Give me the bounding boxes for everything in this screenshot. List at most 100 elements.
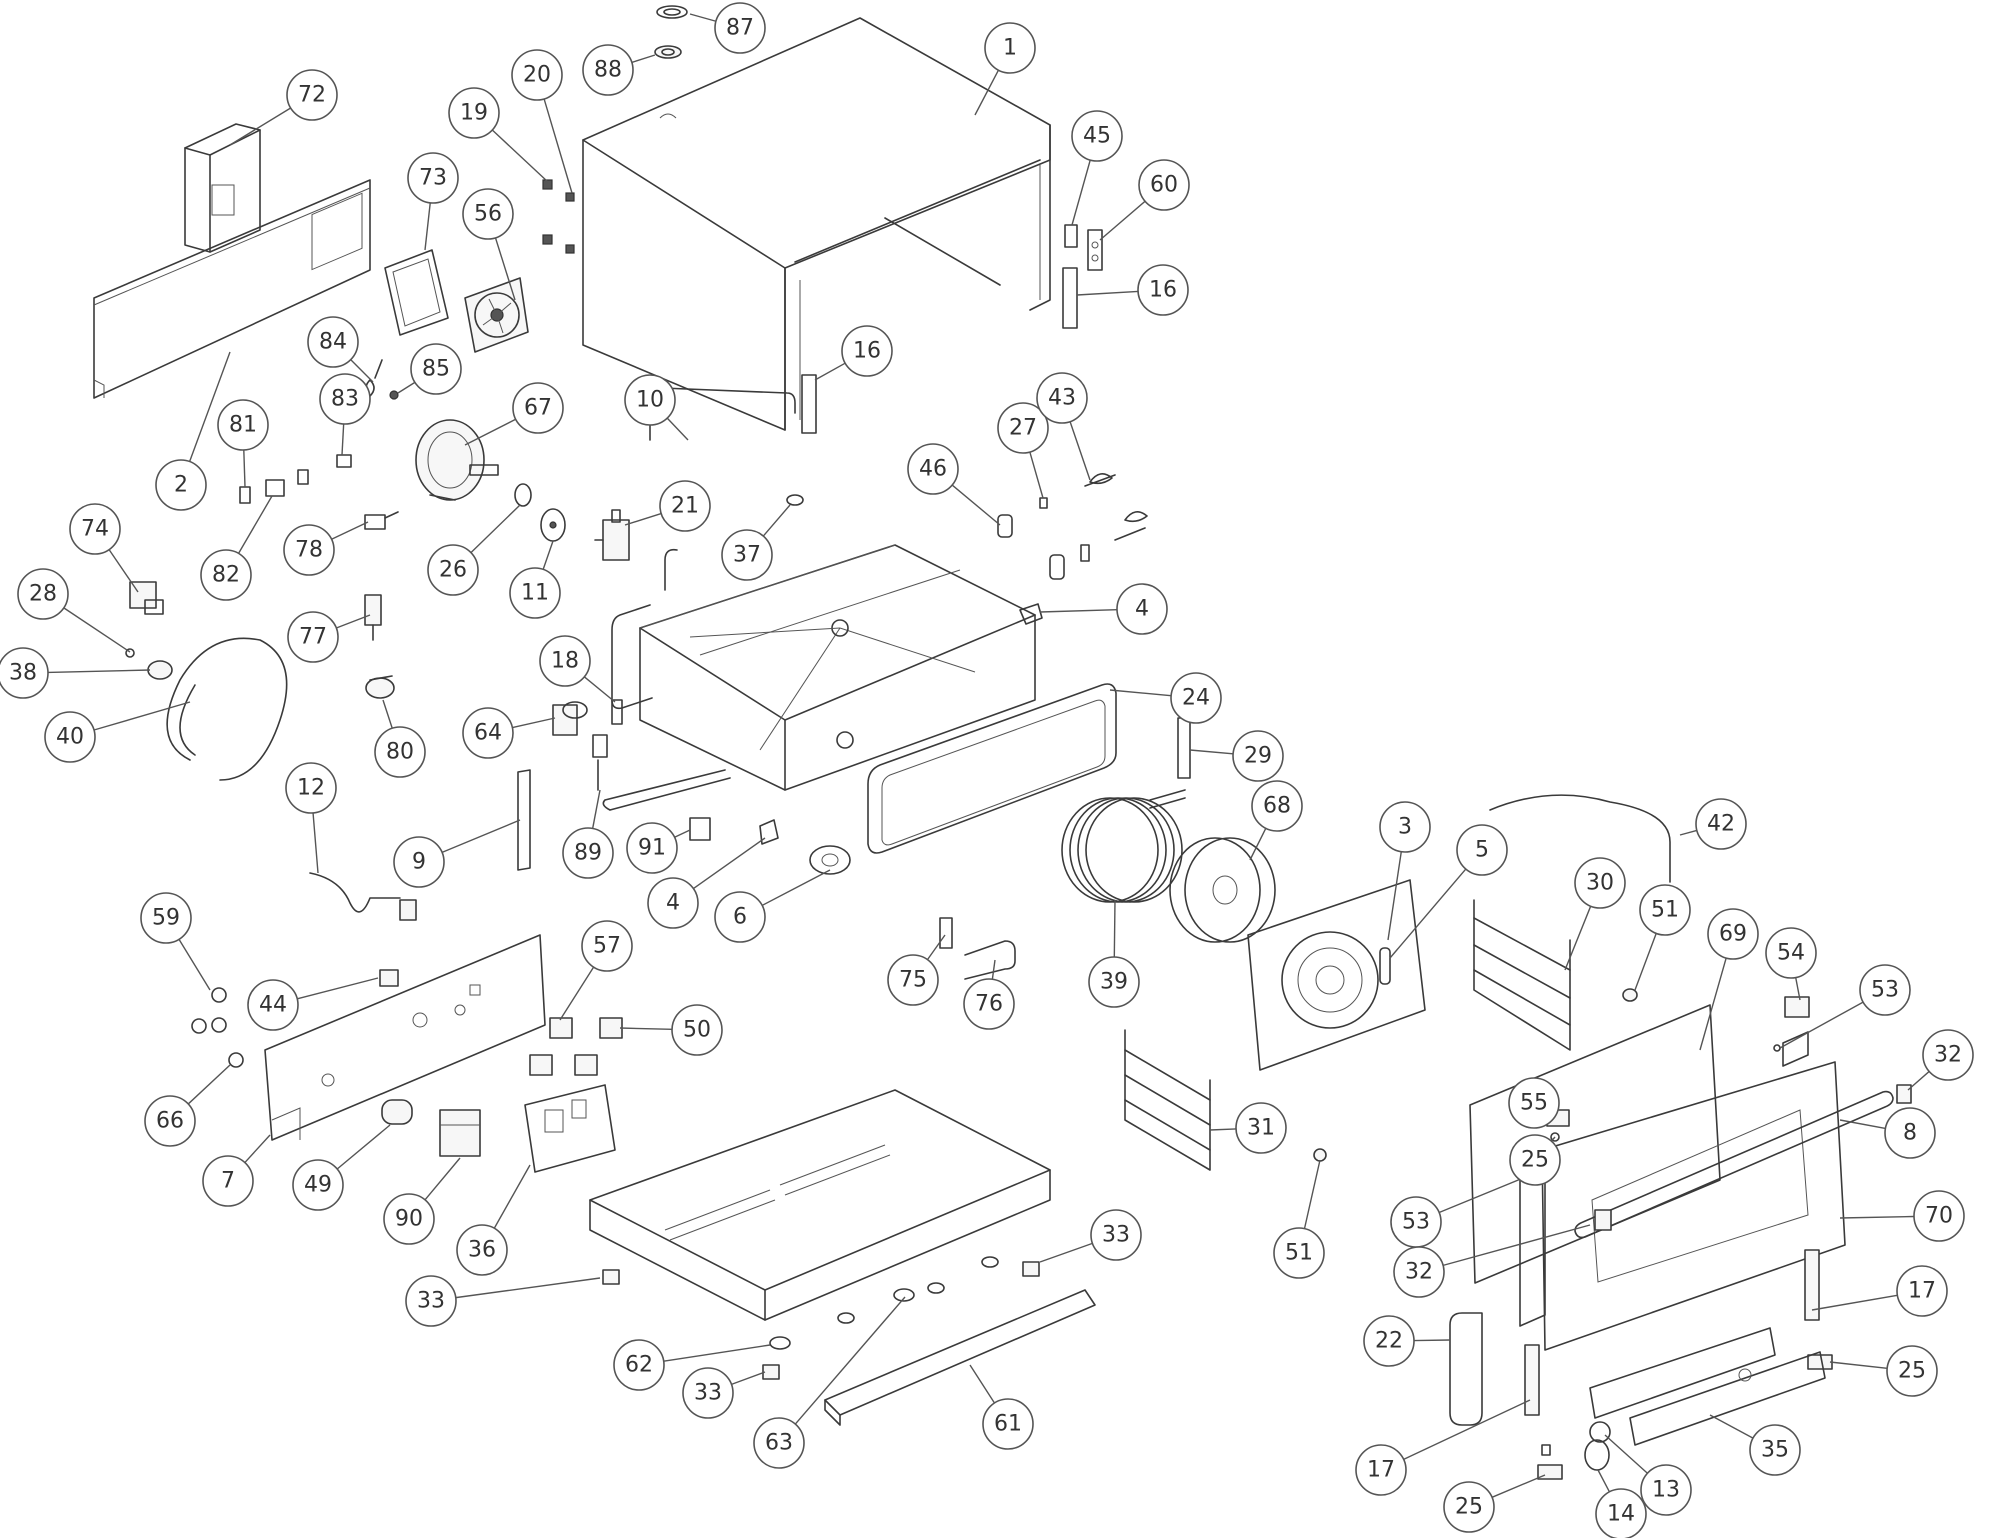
callout-30: 30 [1574, 857, 1626, 909]
callout-circle [1640, 1464, 1692, 1516]
callout-29: 29 [1232, 730, 1284, 782]
leader-line-10 [666, 417, 689, 441]
callout-88: 88 [582, 44, 634, 96]
leader-line-45 [1071, 159, 1091, 226]
callout-85: 85 [410, 343, 462, 395]
callout-83: 83 [319, 373, 371, 425]
leader-line-70 [1839, 1215, 1915, 1219]
callout-53: 53 [1859, 964, 1911, 1016]
callout-number: 80 [386, 740, 414, 765]
callout-18: 18 [539, 635, 591, 687]
callout-27: 27 [997, 402, 1049, 454]
fittings-19-20 [542, 179, 575, 254]
callout-circle [539, 635, 591, 687]
callout-number: 66 [156, 1109, 184, 1134]
leader-line-66 [187, 1064, 231, 1105]
callout-4: 4 [1116, 583, 1168, 635]
callout-number: 33 [417, 1289, 445, 1314]
callout-circle [462, 707, 514, 759]
callout-circle [1886, 1345, 1938, 1397]
callout-number: 91 [638, 836, 666, 861]
part-89 [592, 734, 608, 758]
callout-56: 56 [462, 188, 514, 240]
leader-line-54 [1795, 977, 1801, 1001]
fan-bracket [384, 249, 449, 336]
callout-76: 76 [963, 978, 1015, 1030]
callout-7: 7 [202, 1155, 254, 1207]
part-91 [689, 817, 711, 841]
callout-circle [682, 1367, 734, 1419]
callout-51: 51 [1639, 884, 1691, 936]
leader-line-78 [331, 521, 369, 540]
probe-parts [997, 473, 1148, 580]
leader-line-29 [1189, 749, 1234, 755]
leader-line-87 [689, 13, 717, 22]
callout-50: 50 [671, 1004, 723, 1056]
callout-circle [407, 152, 459, 204]
callout-circle [17, 568, 69, 620]
bushings [191, 987, 244, 1068]
callout-circle [1707, 908, 1759, 960]
callout-circle [44, 711, 96, 763]
callout-number: 13 [1652, 1478, 1680, 1503]
callout-circle [1036, 372, 1088, 424]
callout-number: 28 [29, 582, 57, 607]
leader-line-50 [619, 1027, 673, 1031]
callout-circle [1508, 1077, 1560, 1129]
callout-number: 32 [1405, 1260, 1433, 1285]
leader-line-75 [926, 934, 946, 961]
callout-circle [292, 1159, 344, 1211]
callout-12: 12 [285, 762, 337, 814]
leader-line-56 [494, 237, 516, 301]
leader-line-37 [762, 504, 791, 537]
part-18 [611, 699, 623, 725]
leader-line-33 [731, 1371, 766, 1386]
callout-number: 85 [422, 357, 450, 382]
callout-43: 43 [1036, 372, 1088, 424]
oven-cavity [639, 544, 1036, 791]
leader-line-25 [1550, 1136, 1556, 1142]
leader-line-11 [542, 540, 554, 570]
callout-number: 4 [1135, 597, 1149, 622]
leader-line-82 [237, 495, 273, 554]
leader-line-33 [1039, 1242, 1093, 1263]
callout-number: 57 [593, 934, 621, 959]
callout-68: 68 [1251, 780, 1303, 832]
callout-circle [613, 1339, 665, 1391]
callout-63: 63 [753, 1417, 805, 1469]
callout-25: 25 [1509, 1134, 1561, 1186]
callout-number: 89 [574, 841, 602, 866]
callout-70: 70 [1913, 1190, 1965, 1242]
callout-17: 17 [1896, 1265, 1948, 1317]
outer-housing [582, 17, 1051, 431]
callout-10: 10 [624, 374, 676, 426]
callout-46: 46 [907, 443, 959, 495]
leader-line-44 [297, 977, 379, 1000]
callout-number: 2 [174, 473, 188, 498]
leader-line-46 [951, 484, 1001, 526]
switch-44 [379, 969, 399, 987]
leader-line-69 [1699, 957, 1727, 1051]
callout-number: 75 [899, 968, 927, 993]
leader-line-80 [382, 699, 393, 729]
leader-line-61 [969, 1364, 996, 1404]
callout-circle [1138, 159, 1190, 211]
leader-line-3 [1387, 851, 1402, 941]
leader-lines [47, 13, 1930, 1498]
leader-line-88 [631, 54, 656, 64]
callout-33: 33 [1090, 1209, 1142, 1261]
part-75 [939, 917, 953, 949]
callout-number: 30 [1586, 871, 1614, 896]
leader-line-27 [1029, 451, 1044, 499]
knob-51a [1622, 988, 1638, 1002]
callout-number: 14 [1607, 1502, 1635, 1527]
callout-number: 50 [683, 1018, 711, 1043]
callout-35: 35 [1749, 1424, 1801, 1476]
callout-number: 38 [9, 661, 37, 686]
callout-82: 82 [200, 549, 252, 601]
leader-line-91 [674, 829, 691, 838]
callout-number: 51 [1285, 1241, 1313, 1266]
callout-circle [671, 1004, 723, 1056]
callout-1: 1 [984, 22, 1036, 74]
base-tray [589, 1089, 1051, 1321]
